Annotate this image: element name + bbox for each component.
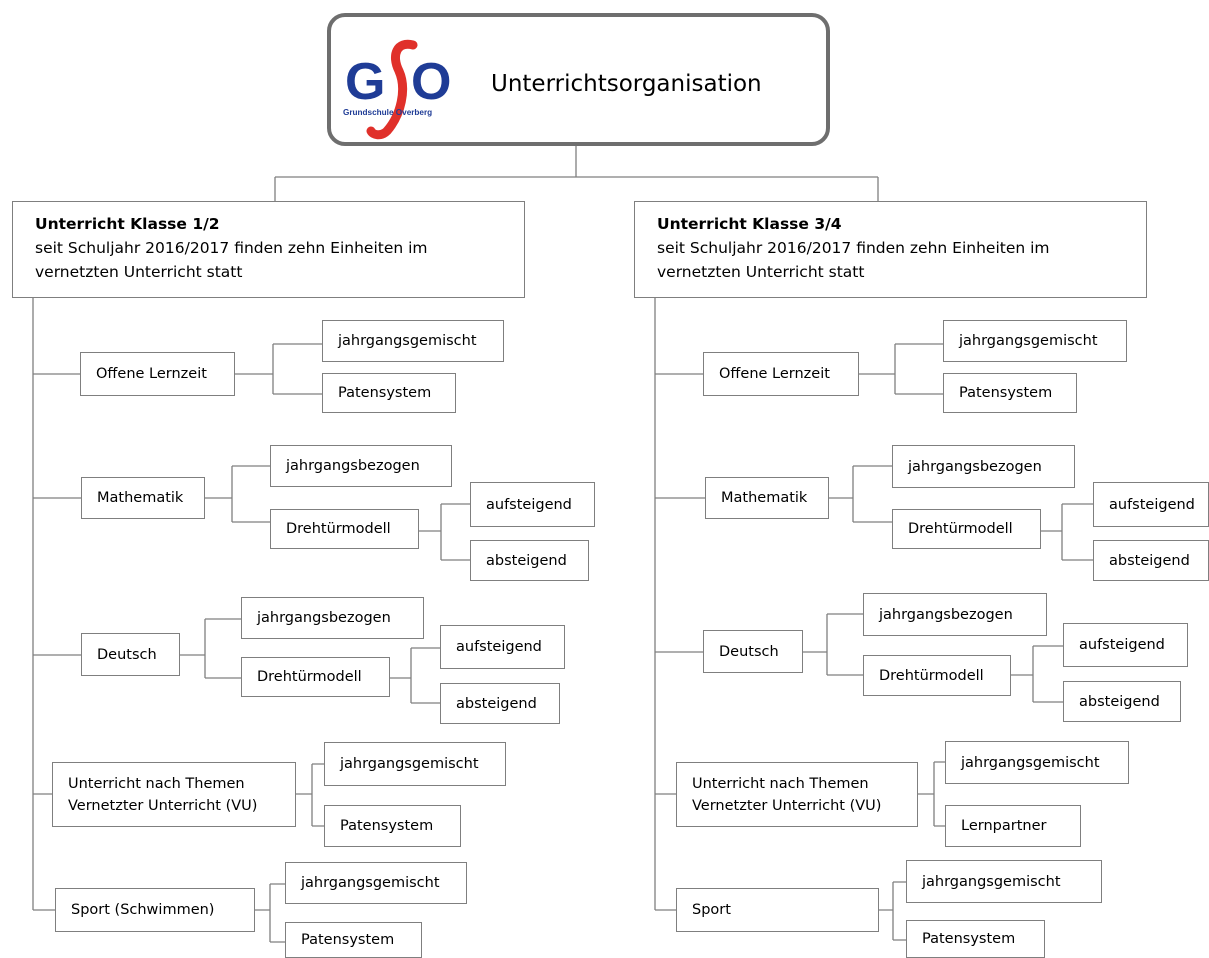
leaf-node: absteigend: [1093, 540, 1209, 581]
leaf-node: aufsteigend: [470, 482, 595, 527]
leaf-node: jahrgangsgemischt: [906, 860, 1102, 903]
school-logo: G O Grundschule Overberg: [343, 35, 471, 140]
leaf-node: jahrgangsbezogen: [270, 445, 452, 487]
category-desc-line2: vernetzten Unterricht statt: [35, 263, 243, 281]
category-desc-line1: seit Schuljahr 2016/2017 finden zehn Ein…: [657, 239, 1050, 257]
leaf-node: aufsteigend: [1063, 623, 1188, 667]
logo-letter-o: O: [411, 53, 451, 111]
leaf-node: Patensystem: [285, 922, 422, 958]
leaf-node: Drehtürmodell: [270, 509, 419, 549]
logo-caption: Grundschule Overberg: [343, 108, 432, 117]
subject-themen-line2: Vernetzter Unterricht (VU): [692, 797, 882, 814]
logo-letter-g: G: [345, 53, 385, 111]
category-right: Unterricht Klasse 3/4 seit Schuljahr 201…: [634, 201, 1147, 298]
title-box: G O Grundschule Overberg Unterrichtsorga…: [327, 13, 830, 146]
subject-deutsch: Deutsch: [81, 633, 180, 676]
leaf-node: Patensystem: [324, 805, 461, 847]
subject-offene-lernzeit: Offene Lernzeit: [703, 352, 859, 396]
subject-sport: Sport (Schwimmen): [55, 888, 255, 932]
subject-themen-line1: Unterricht nach Themen: [68, 775, 245, 792]
subject-offene-lernzeit: Offene Lernzeit: [80, 352, 235, 396]
leaf-node: aufsteigend: [1093, 482, 1209, 527]
leaf-node: jahrgangsgemischt: [322, 320, 504, 362]
subject-sport: Sport: [676, 888, 879, 932]
category-heading: Unterricht Klasse 1/2: [35, 215, 220, 233]
leaf-node: Drehtürmodell: [241, 657, 390, 697]
leaf-node: jahrgangsbezogen: [892, 445, 1075, 488]
leaf-node: Drehtürmodell: [863, 655, 1011, 696]
category-left: Unterricht Klasse 1/2 seit Schuljahr 201…: [12, 201, 525, 298]
page-title: Unterrichtsorganisation: [491, 71, 762, 97]
leaf-node: Patensystem: [906, 920, 1045, 958]
leaf-node: jahrgangsgemischt: [285, 862, 467, 904]
category-desc-line2: vernetzten Unterricht statt: [657, 263, 865, 281]
leaf-node: jahrgangsbezogen: [241, 597, 424, 639]
category-desc-line1: seit Schuljahr 2016/2017 finden zehn Ein…: [35, 239, 428, 257]
subject-mathematik: Mathematik: [705, 477, 829, 519]
leaf-node: Lernpartner: [945, 805, 1081, 847]
leaf-node: absteigend: [440, 683, 560, 724]
leaf-node: absteigend: [1063, 681, 1181, 722]
leaf-node: jahrgangsgemischt: [945, 741, 1129, 784]
leaf-node: Patensystem: [943, 373, 1077, 413]
leaf-node: Drehtürmodell: [892, 509, 1041, 549]
leaf-node: jahrgangsgemischt: [324, 742, 506, 786]
leaf-node: aufsteigend: [440, 625, 565, 669]
subject-themen-line2: Vernetzter Unterricht (VU): [68, 797, 258, 814]
leaf-node: Patensystem: [322, 373, 456, 413]
subject-themen-line1: Unterricht nach Themen: [692, 775, 869, 792]
subject-deutsch: Deutsch: [703, 630, 803, 673]
leaf-node: jahrgangsgemischt: [943, 320, 1127, 362]
subject-mathematik: Mathematik: [81, 477, 205, 519]
leaf-node: absteigend: [470, 540, 589, 581]
category-heading: Unterricht Klasse 3/4: [657, 215, 842, 233]
leaf-node: jahrgangsbezogen: [863, 593, 1047, 636]
